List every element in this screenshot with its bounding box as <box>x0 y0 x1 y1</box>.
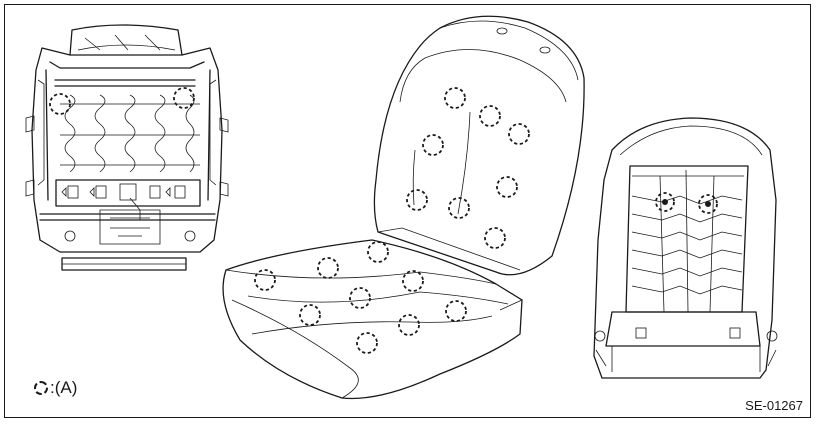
marker-a-circle <box>445 300 467 322</box>
seat-frame-front-view <box>25 24 229 271</box>
marker-a-circle <box>508 123 530 145</box>
figure-frame <box>4 4 811 418</box>
marker-a-circle <box>698 194 718 214</box>
seat-trim-cover-view <box>222 15 585 400</box>
marker-a-circle <box>173 87 195 109</box>
legend-label: :(A) <box>50 378 78 397</box>
marker-a-circle <box>254 269 276 291</box>
marker-a-circle <box>422 134 444 156</box>
marker-a-circle <box>484 227 506 249</box>
marker-a-circle <box>49 93 71 115</box>
marker-a-circle <box>367 241 389 263</box>
marker-a-circle <box>406 189 428 211</box>
figure-reference-code: SE-01267 <box>745 398 803 413</box>
marker-a-circle <box>402 270 424 292</box>
marker-a-circle <box>317 257 339 279</box>
marker-a-circle <box>496 176 518 198</box>
marker-a-circle <box>444 87 466 109</box>
marker-a-circle <box>479 105 501 127</box>
marker-a-circle <box>349 287 371 309</box>
seat-frame-rear-view <box>593 117 778 379</box>
hog-ring-markers <box>49 87 718 354</box>
dashed-circle-icon <box>34 381 48 395</box>
marker-a-circle <box>356 332 378 354</box>
marker-a-circle <box>655 192 675 212</box>
legend: :(A) <box>34 376 77 400</box>
marker-a-circle <box>398 314 420 336</box>
marker-a-circle <box>299 304 321 326</box>
marker-a-circle <box>448 197 470 219</box>
